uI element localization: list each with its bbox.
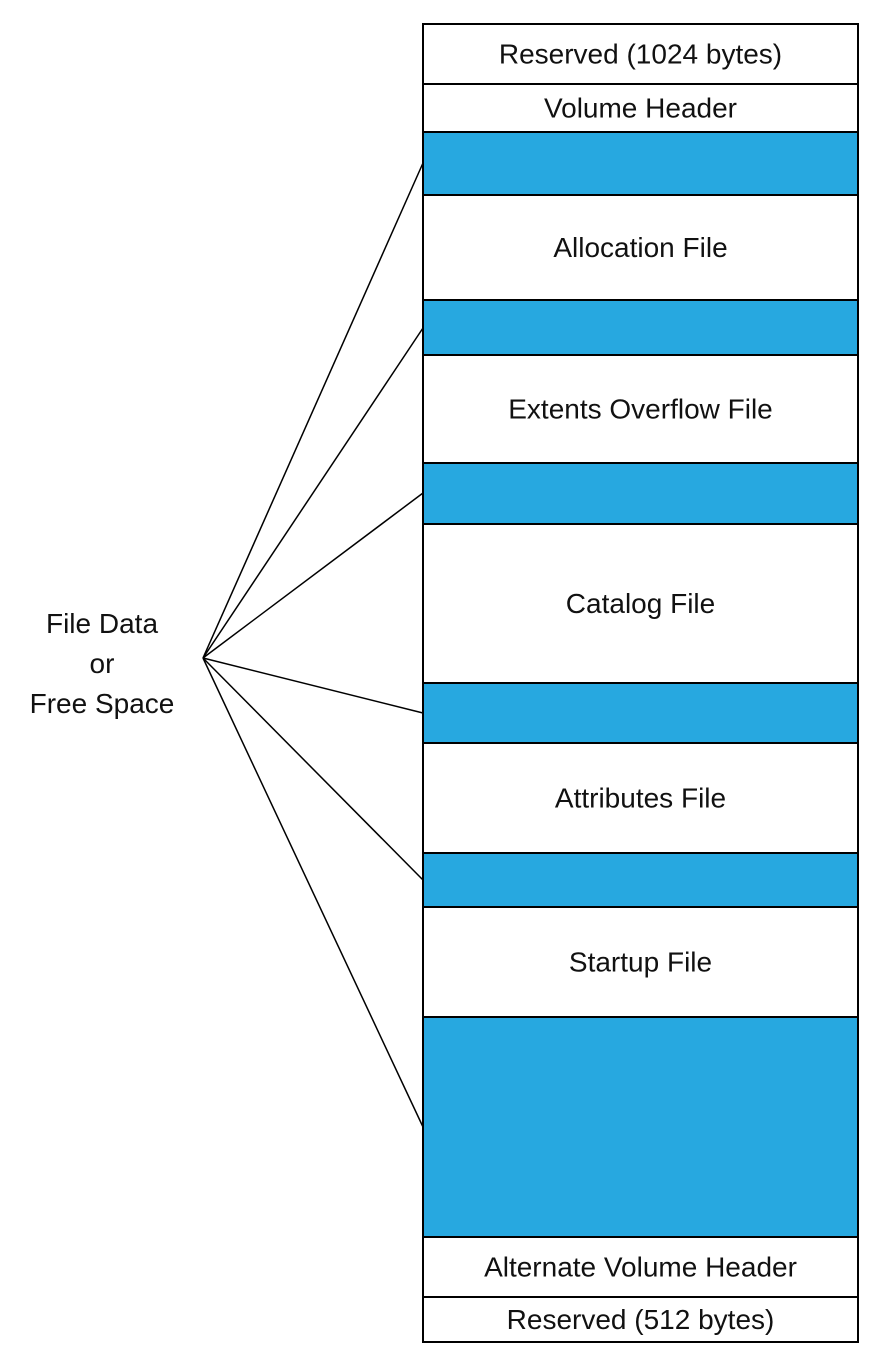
attributes-file-label: Attributes File <box>555 783 726 814</box>
side-label-line-1: File Data <box>45 608 159 639</box>
free-space-1-block <box>422 131 859 196</box>
volume-header-label: Volume Header <box>544 93 737 124</box>
catalog-file-label: Catalog File <box>566 588 715 619</box>
free-space-4-block <box>422 682 859 744</box>
connector-line-4 <box>202 657 424 714</box>
connector-line-2 <box>202 327 424 659</box>
free-space-5-block <box>422 852 859 908</box>
side-label-line-2: or <box>89 648 115 679</box>
reserved-512-label: Reserved (512 bytes) <box>507 1304 775 1335</box>
free-space-2-block <box>422 299 859 356</box>
attributes-file-block <box>422 742 859 854</box>
startup-file-label: Startup File <box>569 947 712 978</box>
allocation-file-label: Allocation File <box>553 232 727 263</box>
volume-layout-stack: Reserved (1024 bytes) Volume HeaderAlloca… <box>422 23 859 1343</box>
reserved-512-block <box>422 1296 859 1343</box>
connector-line-1 <box>202 162 424 659</box>
free-space-6-block <box>422 1016 859 1238</box>
reserved-1024-label: Reserved (1024 bytes) <box>499 39 782 70</box>
connector-line-6 <box>202 657 424 1128</box>
connector-line-3 <box>202 492 424 659</box>
allocation-file-block <box>422 194 859 301</box>
catalog-file-block <box>422 523 859 684</box>
connector-lines <box>202 162 424 1128</box>
connector-line-5 <box>202 657 424 881</box>
extents-overflow-file-label: Extents Overflow File <box>508 394 773 425</box>
free-space-3-block <box>422 462 859 525</box>
file-data-label: File Data or Free Space <box>12 604 192 724</box>
startup-file-block <box>422 906 859 1018</box>
alternate-volume-header-label: Alternate Volume Header <box>484 1252 797 1283</box>
side-label-line-3: Free Space <box>29 688 175 719</box>
